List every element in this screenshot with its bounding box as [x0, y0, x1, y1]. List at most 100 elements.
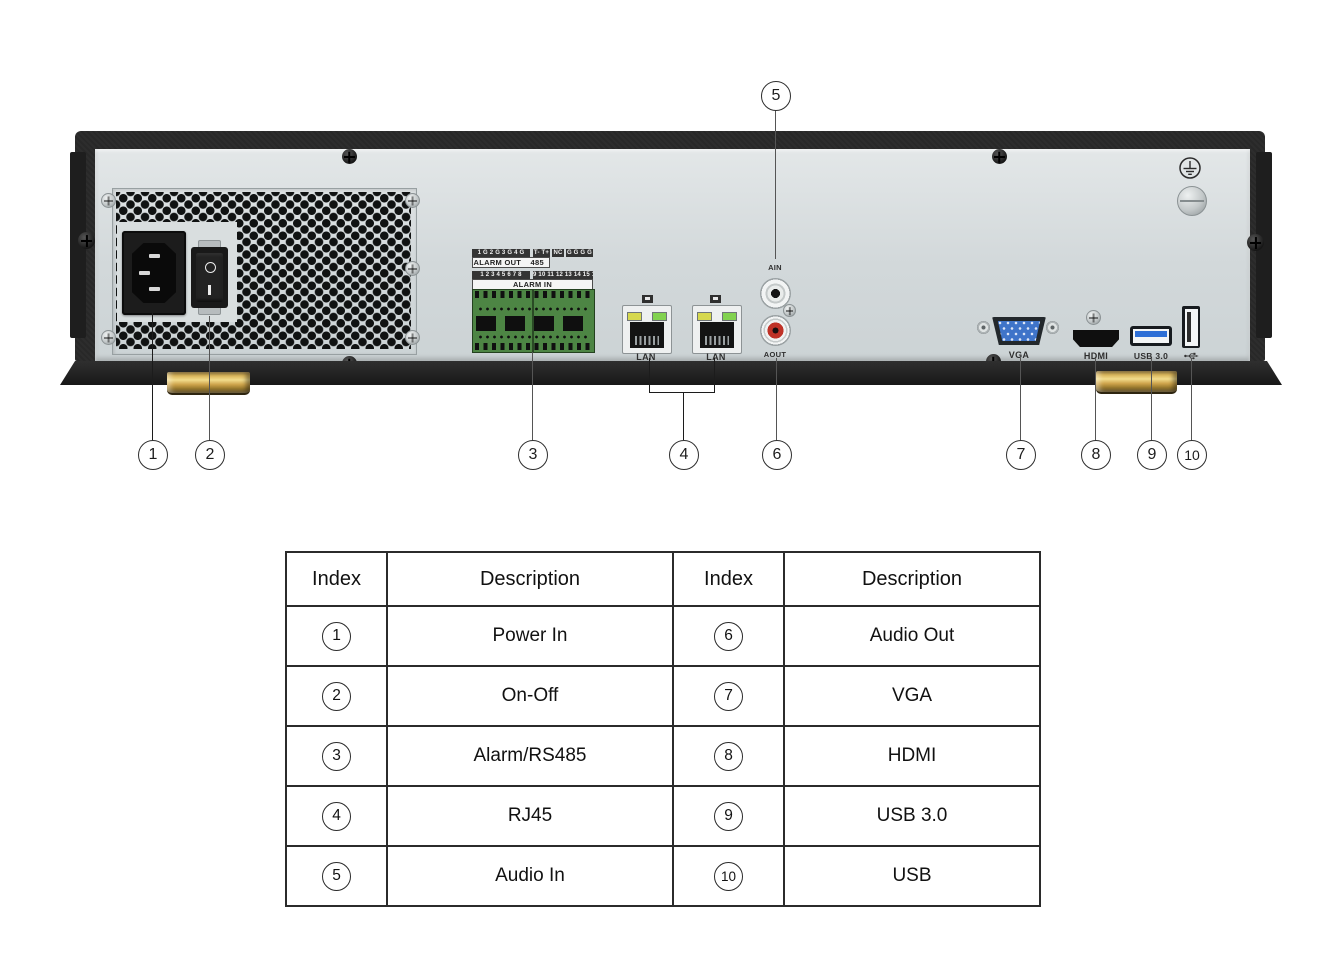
callout-9: 9 [1137, 440, 1167, 470]
header-index-left: Index [285, 551, 388, 607]
hdmi-label: HDMI [1083, 351, 1109, 361]
desc-cell: Alarm/RS485 [386, 725, 674, 787]
lan1-label: LAN [636, 352, 656, 362]
screw-icon [1086, 310, 1101, 325]
header-desc-left: Description [386, 551, 674, 607]
lan2-led-yellow [697, 312, 712, 321]
header-desc-right: Description [783, 551, 1041, 607]
usb3-label: USB 3.0 [1133, 351, 1169, 361]
usb-icon [1184, 352, 1199, 360]
lan2-led-green [722, 312, 737, 321]
power-pin [149, 287, 160, 291]
index-badge: 2 [322, 681, 351, 711]
callout-2-num: 2 [205, 446, 215, 463]
index-badge: 6 [714, 621, 743, 651]
index-badge: 5 [322, 861, 351, 891]
vga-label: VGA [1008, 350, 1030, 360]
chassis-bottom-bar [60, 361, 1282, 385]
lan1-led-yellow [627, 312, 642, 321]
screw-icon [405, 193, 420, 208]
screw-icon [78, 232, 95, 249]
table-row: 5 Audio In 10 USB [285, 845, 1041, 907]
callout-7-num: 7 [1016, 446, 1026, 463]
power-pin [139, 271, 150, 275]
nc-terminal-label: NC [552, 249, 564, 257]
desc-cell: On-Off [386, 665, 674, 727]
table-row: 2 On-Off 7 VGA [285, 665, 1041, 727]
desc-cell: USB 3.0 [783, 785, 1041, 847]
table-header-row: Index Description Index Description [285, 551, 1041, 607]
leader-line-4-bridge [649, 392, 715, 393]
screw-icon [1247, 234, 1264, 251]
vga-screw-post [977, 321, 990, 334]
leader-line-10 [1191, 358, 1192, 441]
ground-screw [1177, 186, 1207, 216]
callout-6: 6 [762, 440, 792, 470]
alarm-out-label: ALARM OUT [473, 258, 522, 267]
table-row: 3 Alarm/RS485 8 HDMI [285, 725, 1041, 787]
lan2-tag [710, 295, 721, 303]
desc-cell: RJ45 [386, 785, 674, 847]
rs485-terminal-numbers: T- T+ [533, 249, 550, 257]
leader-line-7 [1020, 358, 1021, 441]
leader-line-4-stem [683, 393, 684, 440]
leader-line-1 [152, 313, 153, 441]
screw-icon [992, 149, 1007, 164]
audio-out-label: AOUT [763, 350, 787, 359]
vga-screw-post [1046, 321, 1059, 334]
index-badge: 9 [714, 801, 743, 831]
index-badge: 10 [714, 861, 743, 891]
power-pin [149, 254, 160, 258]
screw-icon [405, 330, 420, 345]
alarm-out-terminal-numbers: 1 G 2 G 3 G 4 G [472, 249, 530, 257]
screw-icon [342, 149, 357, 164]
ground-terminal-numbers: G G G G [566, 249, 593, 257]
desc-cell: VGA [783, 665, 1041, 727]
lan2-jack [700, 322, 734, 348]
screw-icon [101, 330, 116, 345]
leader-line-2 [209, 316, 210, 441]
audio-out-jack [760, 315, 791, 346]
left-mount-ear [70, 152, 86, 338]
index-table: Index Description Index Description 1 Po… [285, 551, 1041, 907]
index-badge: 7 [714, 681, 743, 711]
lan1-jack [630, 322, 664, 348]
callout-10: 10 [1177, 440, 1207, 470]
header-index-right: Index [672, 551, 785, 607]
leader-line-3 [532, 352, 533, 441]
callout-5: 5 [761, 81, 791, 111]
usb-tongue [1186, 312, 1191, 342]
usb3-tongue [1135, 331, 1167, 337]
usb-port [1182, 306, 1200, 348]
right-mount-ear [1256, 152, 1272, 338]
callout-10-num: 10 [1184, 447, 1200, 463]
lan-port-1 [622, 305, 672, 354]
vga-connector [997, 321, 1041, 341]
callout-5-num: 5 [771, 87, 781, 104]
callout-4: 4 [669, 440, 699, 470]
leader-line-4a [649, 358, 650, 393]
screw-icon [783, 304, 796, 317]
callout-4-num: 4 [679, 446, 689, 463]
index-badge: 8 [714, 741, 743, 771]
callout-1-num: 1 [148, 446, 158, 463]
chassis-foot-left [167, 372, 250, 395]
lan-port-2 [692, 305, 742, 354]
table-row: 1 Power In 6 Audio Out [285, 605, 1041, 667]
ground-symbol-icon [1179, 157, 1201, 179]
switch-off-icon [205, 262, 216, 273]
leader-line-9 [1151, 358, 1152, 441]
desc-cell: Audio In [386, 845, 674, 907]
screw-icon [101, 193, 116, 208]
usb3-port [1130, 326, 1172, 346]
callout-9-num: 9 [1147, 446, 1157, 463]
terminal-divider [532, 290, 534, 352]
index-badge: 4 [322, 801, 351, 831]
index-badge: 3 [322, 741, 351, 771]
desc-cell: Audio Out [783, 605, 1041, 667]
callout-7: 7 [1006, 440, 1036, 470]
alarm-in-numbers-a: 1 2 3 4 5 6 7 8 [472, 271, 530, 279]
lan1-tag [642, 295, 653, 303]
alarm-terminal-block [472, 289, 595, 353]
